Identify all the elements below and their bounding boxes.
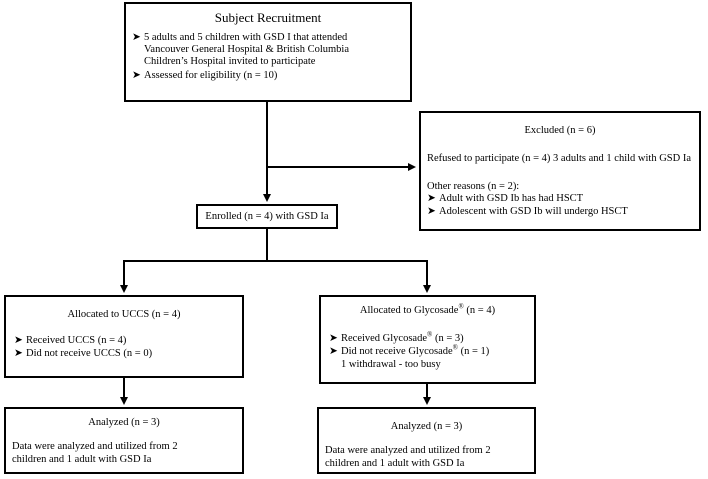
arrowhead-bullet-icon: ➤ [427, 193, 436, 204]
recruitment-box: Subject Recruitment ➤5 adults and 5 chil… [124, 2, 412, 102]
analyzed-right-title: Analyzed (n = 3) [390, 421, 463, 432]
uccs-bullet-2: ➤Did not receive UCCS (n = 0) [14, 348, 153, 359]
recruitment-bullet-1: ➤5 adults and 5 children with GSD I that… [132, 32, 348, 43]
uccs-box: Allocated to UCCS (n = 4) ➤Received UCCS… [4, 295, 244, 378]
excluded-other-heading: Other reasons (n = 2): [427, 181, 520, 192]
recruitment-continuation-2: Children’s Hospital invited to participa… [144, 56, 316, 67]
glycosade-withdrawal: 1 withdrawal - too busy [341, 359, 441, 370]
analyzed-right-line-2: children and 1 adult with GSD Ia [325, 458, 465, 469]
analyzed-left-box: Analyzed (n = 3) Data were analyzed and … [4, 407, 244, 474]
analyzed-right-line-1: Data were analyzed and utilized from 2 [325, 445, 491, 456]
arrowhead-bullet-icon: ➤ [14, 348, 23, 359]
uccs-title: Allocated to UCCS (n = 4) [67, 309, 181, 320]
uccs-bullet-1: ➤Received UCCS (n = 4) [14, 335, 127, 346]
analyzed-left-line-2: children and 1 adult with GSD Ia [12, 454, 152, 465]
arrowhead-bullet-icon: ➤ [132, 32, 141, 43]
excluded-bullet-1: ➤Adult with GSD Ib has had HSCT [427, 193, 584, 204]
recruitment-title: Subject Recruitment [214, 10, 322, 25]
enrolled-label: Enrolled (n = 4) with GSD Ia [205, 211, 329, 222]
arrowhead-bullet-icon: ➤ [329, 333, 338, 344]
glycosade-title: Allocated to Glycosade® (n = 4) [359, 302, 496, 316]
arrowhead-bullet-icon: ➤ [427, 206, 436, 217]
excluded-title: Excluded (n = 6) [524, 125, 596, 136]
glycosade-bullet-2: ➤Did not receive Glycosade® (n = 1) [329, 343, 490, 357]
excluded-box: Excluded (n = 6) Refused to participate … [419, 111, 701, 231]
glycosade-bullet-1: ➤Received Glycosade® (n = 3) [329, 330, 464, 344]
arrowhead-bullet-icon: ➤ [14, 335, 23, 346]
analyzed-left-line-1: Data were analyzed and utilized from 2 [12, 441, 178, 452]
recruitment-bullet-2: ➤Assessed for eligibility (n = 10) [132, 70, 278, 81]
excluded-bullet-2: ➤Adolescent with GSD Ib will undergo HSC… [427, 206, 628, 217]
glycosade-box: Allocated to Glycosade® (n = 4) ➤Receive… [319, 295, 536, 384]
excluded-refused: Refused to participate (n = 4) 3 adults … [427, 153, 691, 164]
analyzed-left-title: Analyzed (n = 3) [88, 417, 160, 428]
enrolled-box: Enrolled (n = 4) with GSD Ia [196, 204, 338, 229]
recruitment-continuation-1: Vancouver General Hospital & British Col… [144, 44, 350, 55]
analyzed-right-box: Analyzed (n = 3) Data were analyzed and … [317, 407, 536, 474]
arrowhead-bullet-icon: ➤ [132, 70, 141, 81]
arrowhead-bullet-icon: ➤ [329, 346, 338, 357]
